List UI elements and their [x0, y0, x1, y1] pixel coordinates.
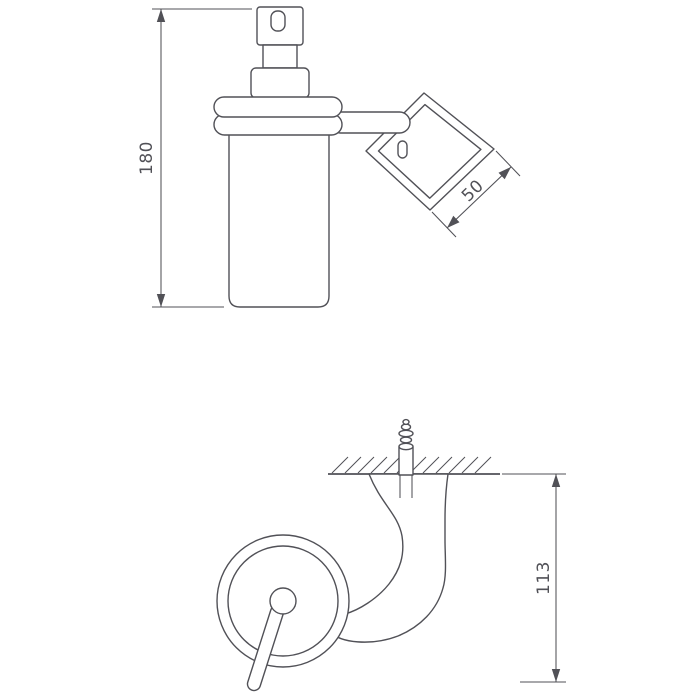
pump-spout	[256, 6, 304, 46]
dimension-bracket-label: 50	[458, 176, 488, 206]
arrowhead-up-icon	[551, 474, 561, 487]
mounting-slot	[397, 140, 408, 159]
wall-section	[328, 456, 500, 475]
pump-spout-opening	[270, 10, 286, 32]
pump-neck	[262, 44, 298, 69]
arrowhead-up-icon	[156, 9, 166, 22]
extension-line-right	[495, 150, 521, 177]
holder-ring	[213, 96, 343, 136]
arrowhead-down-icon	[551, 669, 561, 682]
holder-ring-upper	[213, 96, 343, 118]
dimension-depth-label: 113	[534, 561, 554, 595]
arrowhead-upper-icon	[498, 167, 511, 180]
screw-stem	[398, 446, 414, 476]
wall-plate-bevel-edge	[377, 103, 482, 199]
dimension-height: 180	[137, 8, 252, 308]
dimension-height-label: 180	[137, 141, 157, 175]
arrowhead-down-icon	[156, 294, 166, 307]
lever-hub-circle	[269, 587, 297, 615]
screw-knurl-2	[398, 429, 414, 438]
screw-knurl-4	[398, 442, 414, 451]
dimension-depth: 113	[502, 473, 566, 683]
side-view: 113	[216, 418, 566, 692]
flange-inner-circle	[227, 545, 339, 657]
extension-line-bottom	[431, 211, 457, 238]
pump-collar	[250, 67, 310, 99]
arrowhead-lower-icon	[447, 215, 460, 228]
bottle-body	[228, 129, 330, 308]
screw-tip	[402, 418, 410, 426]
fixing-screw	[398, 418, 414, 476]
flange-assembly	[216, 534, 350, 692]
screw-knurl-3	[399, 436, 413, 444]
dimension-line	[446, 166, 512, 229]
pump-head	[250, 6, 310, 99]
front-view: 180 50	[137, 6, 521, 308]
